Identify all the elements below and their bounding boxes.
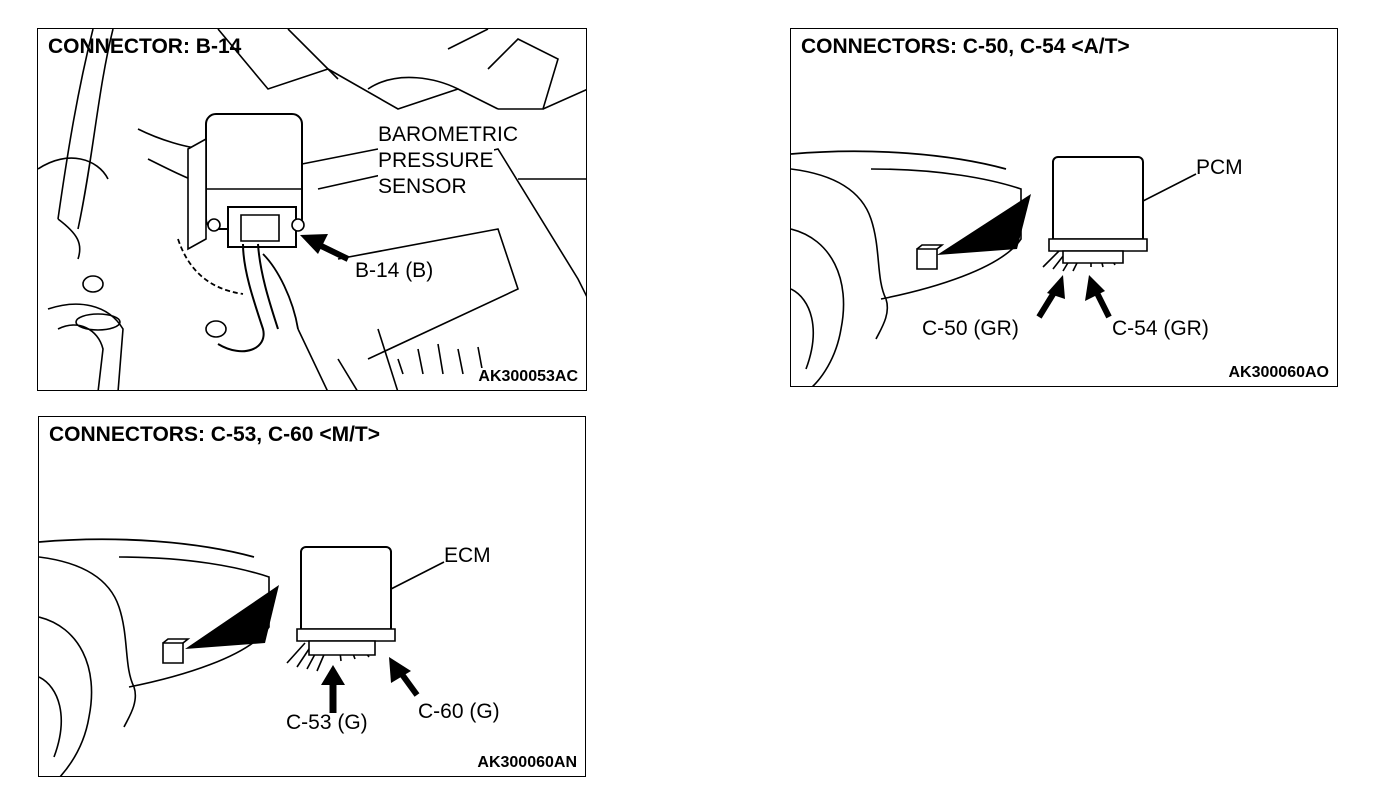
sensor-label-line2: PRESSURE bbox=[378, 148, 494, 174]
panel-title: CONNECTORS: C-53, C-60 <M/T> bbox=[49, 423, 381, 446]
figure-code: AK300060AN bbox=[477, 754, 577, 771]
pcm-illustration bbox=[791, 29, 1338, 387]
sensor-label-line1: BAROMETRIC bbox=[378, 122, 519, 148]
figure-code: AK300053AC bbox=[478, 368, 578, 386]
ecm-illustration bbox=[39, 417, 586, 777]
panel-connector-b14: CONNECTOR: B-14 BAROMETRIC PRESSURE SENS… bbox=[37, 28, 587, 391]
sensor-label-line3: SENSOR bbox=[378, 174, 467, 200]
module-label-ecm: ECM bbox=[444, 544, 491, 567]
connector-label-c54: C-54 (GR) bbox=[1112, 317, 1209, 340]
panel-title: CONNECTORS: C-50, C-54 <A/T> bbox=[801, 35, 1130, 58]
connector-label-c53: C-53 (G) bbox=[286, 711, 368, 734]
connector-label-c60: C-60 (G) bbox=[418, 700, 500, 723]
connector-label-c50: C-50 (GR) bbox=[922, 317, 1019, 340]
panel-title: CONNECTOR: B-14 bbox=[48, 35, 242, 58]
module-label-pcm: PCM bbox=[1196, 156, 1243, 179]
figure-code: AK300060AO bbox=[1228, 364, 1330, 381]
panel-connectors-at: CONNECTORS: C-50, C-54 <A/T> PCM C-50 (G… bbox=[790, 28, 1338, 387]
barometric-sensor-illustration bbox=[38, 29, 587, 391]
panel-connectors-mt: CONNECTORS: C-53, C-60 <M/T> ECM C-53 (G… bbox=[38, 416, 586, 777]
connector-label: B-14 (B) bbox=[355, 258, 434, 284]
